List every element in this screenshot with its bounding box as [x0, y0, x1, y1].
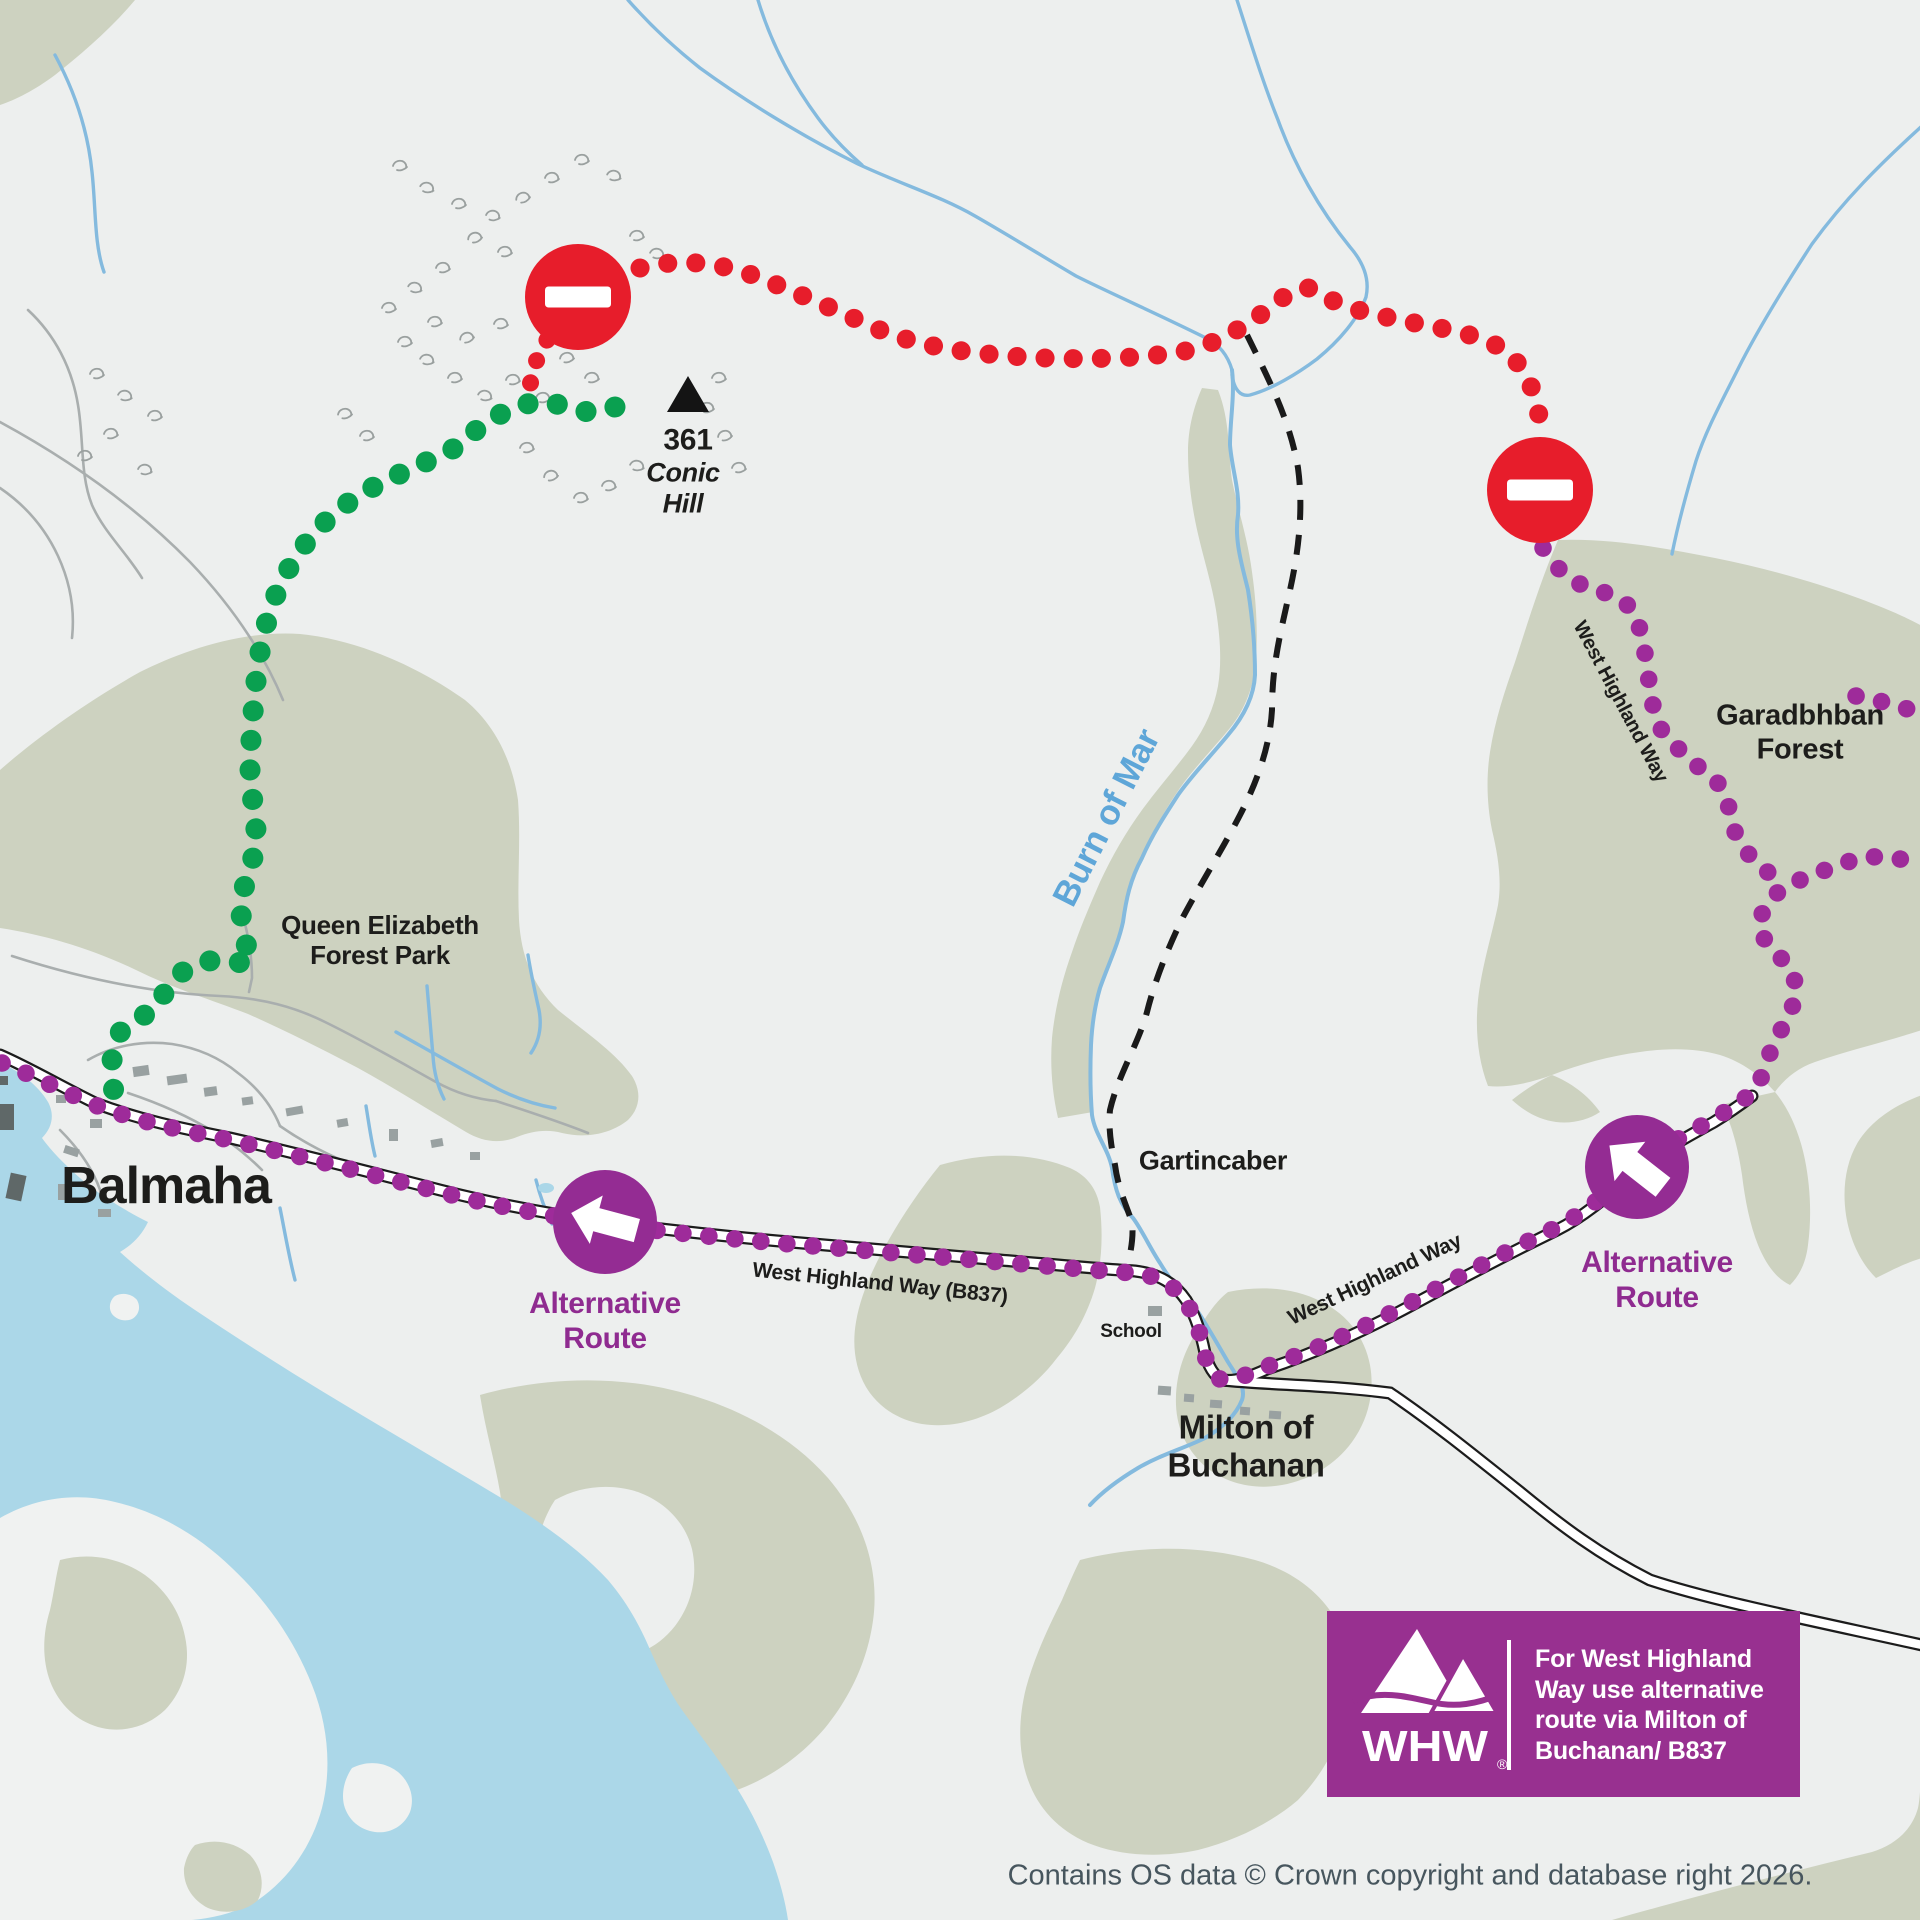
boundary-dashed-path: [1106, 333, 1304, 1269]
pier: [0, 1076, 27, 1202]
label-balmaha: Balmaha: [61, 1156, 272, 1215]
label-summit-elevation: 361: [663, 423, 713, 457]
no-entry-icon-west: [525, 244, 631, 350]
label-summit-name: Conic Hill: [646, 457, 720, 519]
label-gartincaber: Gartincaber: [1138, 1145, 1288, 1176]
diversion-notice-badge: WHW ® For West Highland Way use alternat…: [1327, 1611, 1800, 1797]
pond: [538, 1183, 554, 1193]
buildings: [56, 1064, 1282, 1420]
badge-divider: [1507, 1640, 1511, 1770]
closed-route-path: [521, 253, 1550, 435]
copyright-credit: Contains OS data © Crown copyright and d…: [1007, 1859, 1813, 1892]
label-forest-park: Queen Elizabeth Forest Park: [281, 909, 479, 970]
alt-route-marker-right: [1585, 1115, 1689, 1219]
label-milton: Milton of Buchanan: [1167, 1408, 1325, 1484]
alt-route-marker-left: [553, 1170, 657, 1274]
label-alt-route-right: Alternative Route: [1581, 1246, 1733, 1314]
alternative-route-path: [0, 539, 1920, 1389]
arrow-down-left-icon: [1609, 1141, 1671, 1197]
whw-logo-text: WHW: [1362, 1722, 1489, 1771]
summit-icon: [667, 376, 709, 412]
registered-mark: ®: [1497, 1756, 1508, 1772]
badge-message: For West Highland Way use alternative ro…: [1535, 1645, 1764, 1765]
arrow-left-icon: [571, 1195, 640, 1244]
open-route-path: [101, 391, 626, 1106]
label-alt-route-left: Alternative Route: [529, 1287, 681, 1355]
label-garadbhban-forest: Garadbhban Forest: [1716, 699, 1884, 765]
label-school: School: [1100, 1320, 1162, 1342]
whw-logo: WHW ®: [1351, 1629, 1511, 1772]
no-entry-icon-east: [1487, 437, 1593, 543]
loch-water: [0, 1062, 788, 1920]
